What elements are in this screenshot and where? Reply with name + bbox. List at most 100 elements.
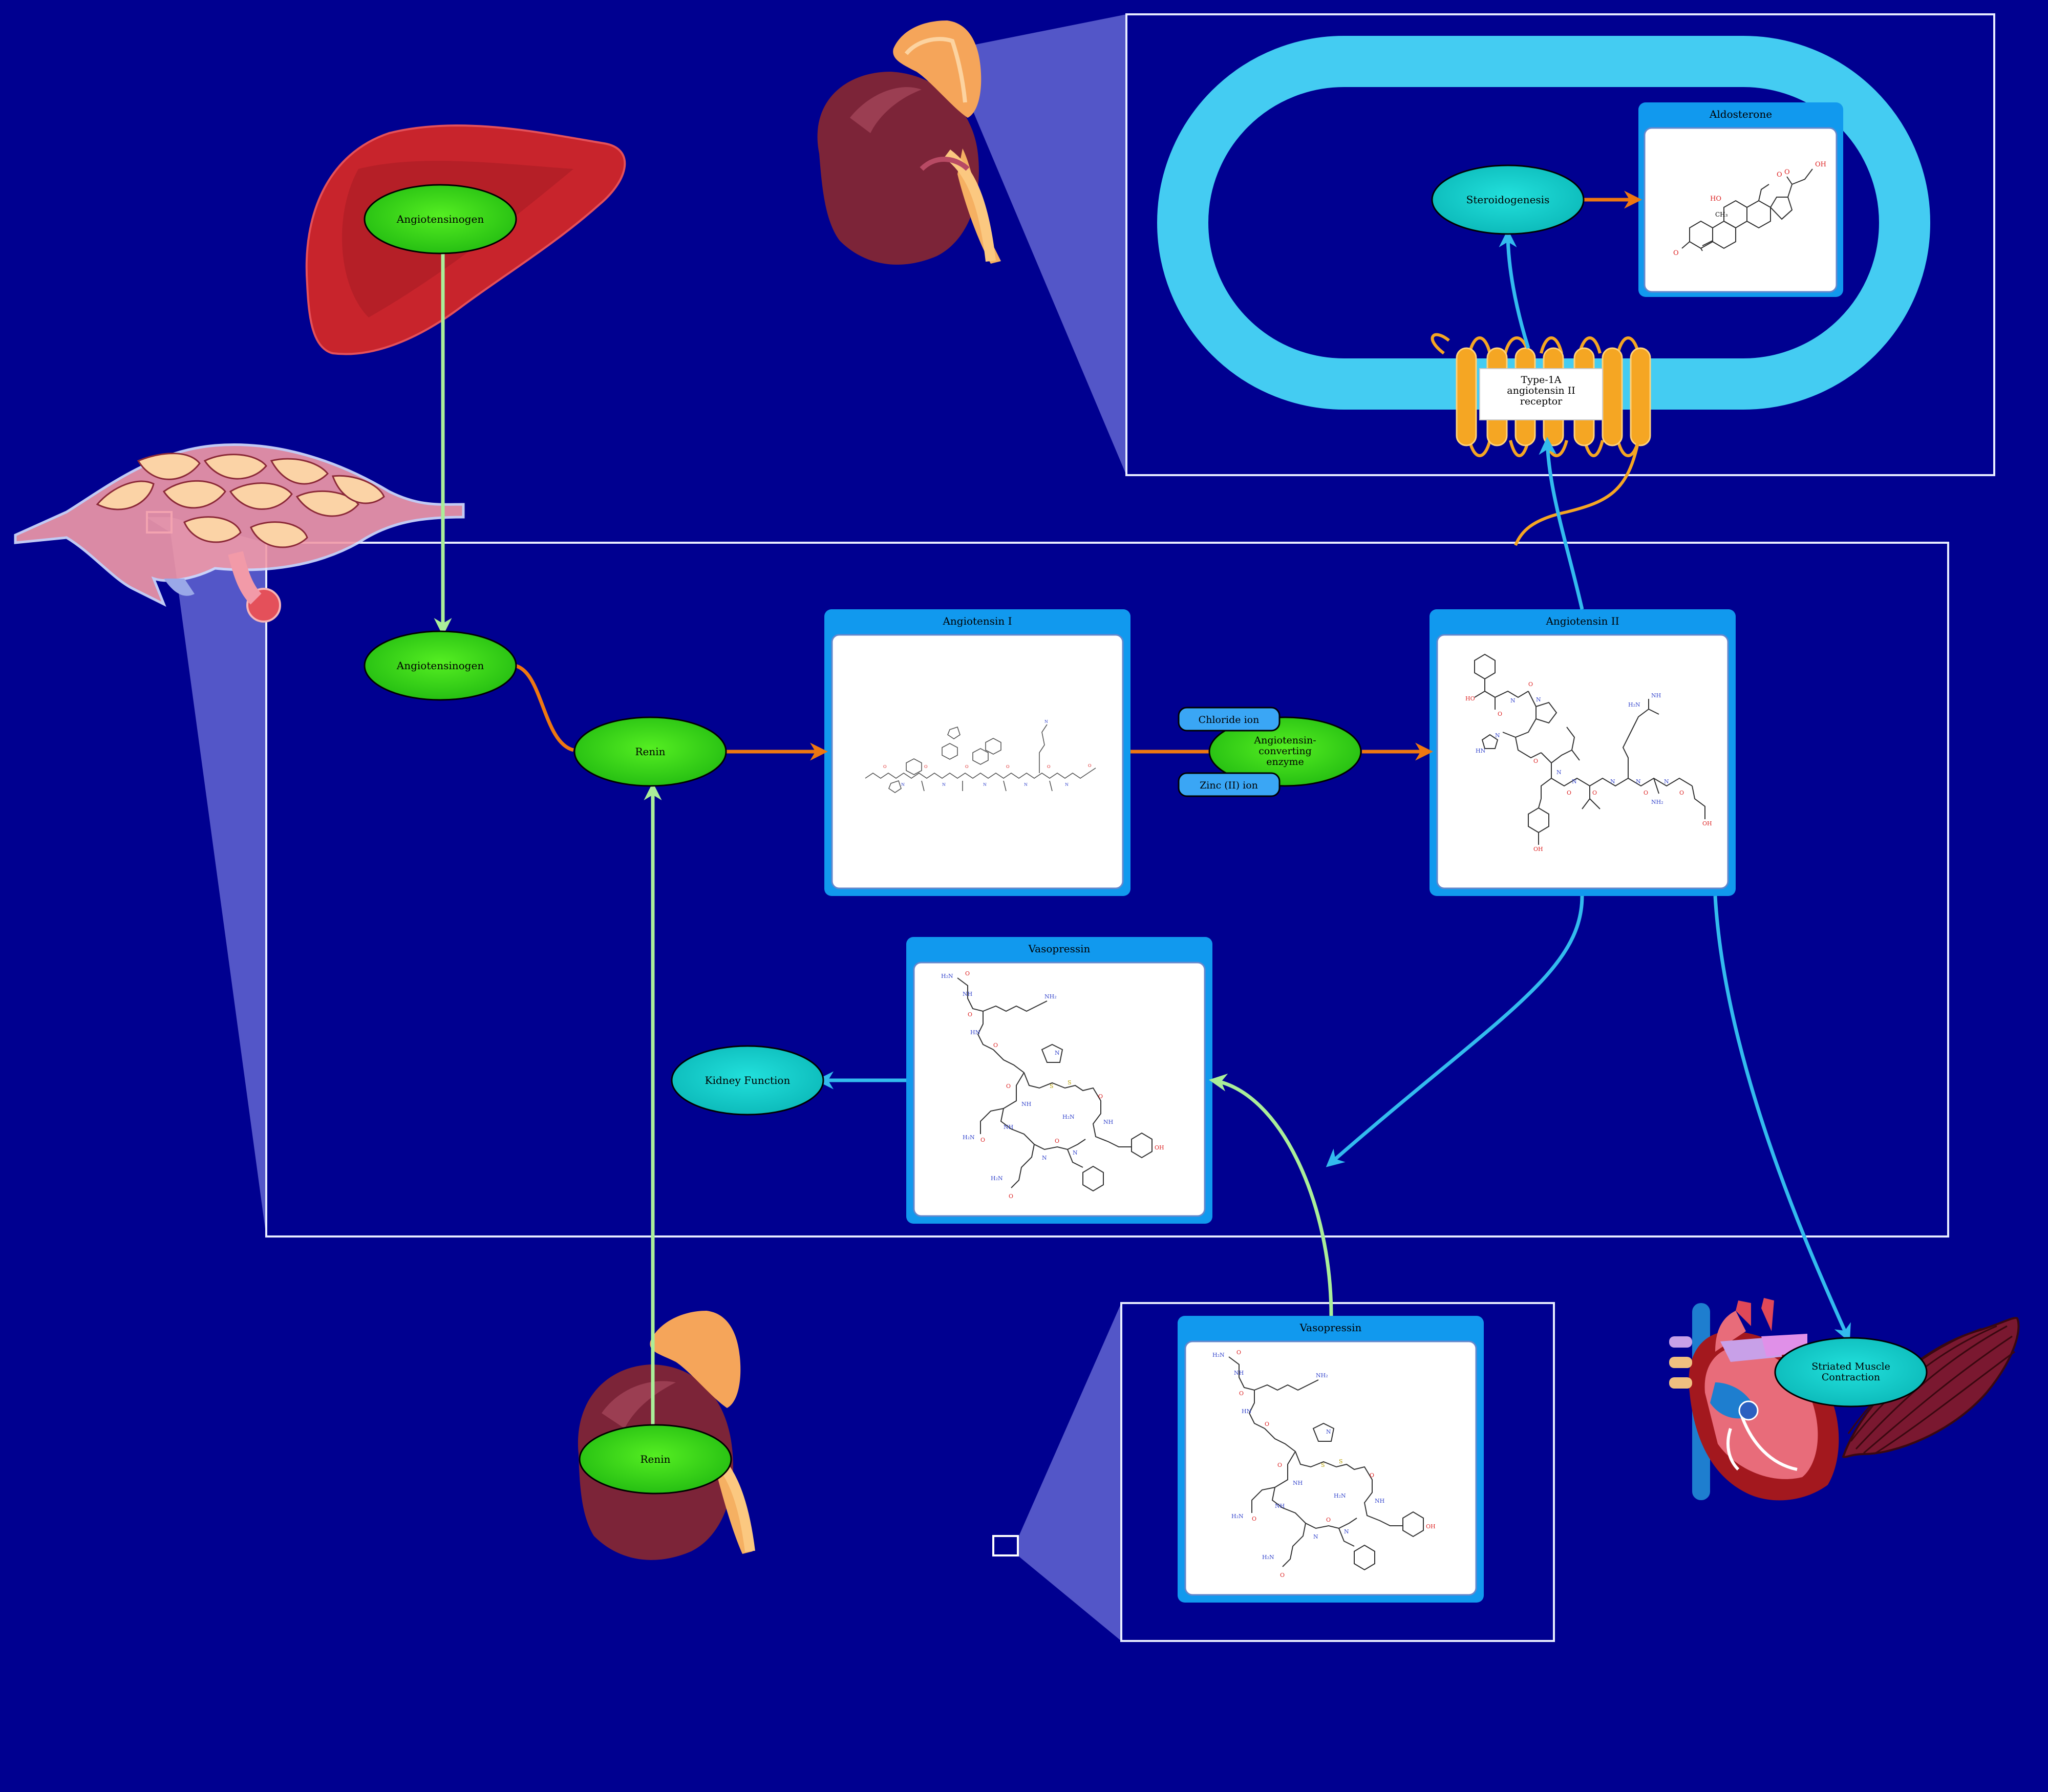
node-renin-kidney[interactable]: Renin (579, 1424, 732, 1495)
vasopressin-zoom-projection (1019, 1303, 1121, 1641)
main-compartment-frame (265, 542, 1949, 1238)
aldosterone-structure (1681, 168, 1813, 251)
svg-text:N: N (1073, 1149, 1078, 1156)
node-label: Zinc (II) ion (1200, 780, 1258, 791)
svg-text:OH: OH (1702, 820, 1712, 827)
node-renin[interactable]: Renin (573, 716, 727, 787)
svg-text:O: O (1277, 1462, 1282, 1468)
aldosterone-title: Aldosterone (1709, 108, 1772, 120)
svg-text:N: N (942, 782, 946, 787)
lung-icon (14, 443, 465, 623)
svg-text:O: O (1006, 764, 1010, 769)
svg-text:N: N (983, 782, 987, 787)
svg-text:H₂N: H₂N (941, 973, 953, 979)
svg-text:N: N (1044, 719, 1048, 724)
svg-text:NH: NH (1375, 1498, 1384, 1504)
edge-angiotensinogen-renin (514, 664, 574, 752)
vasopressin-inset-title: Vasopressin (1299, 1321, 1362, 1334)
svg-text:OH: OH (1426, 1523, 1436, 1530)
adrenal-cell-frame (1125, 13, 1995, 476)
svg-text:S: S (1068, 1079, 1072, 1086)
svg-text:N: N (1313, 1533, 1318, 1540)
vasopressin-inset-frame (1120, 1302, 1555, 1642)
angiotensin-ii-title: Angiotensin II (1545, 615, 1619, 627)
svg-text:H₂N: H₂N (1212, 1352, 1225, 1358)
lung-zoom-projection (146, 517, 266, 1236)
edge-angiotensin-ii-muscle (1713, 895, 1851, 1342)
node-angiotensinogen-liver[interactable]: Angiotensinogen (364, 184, 517, 254)
node-label: Angiotensinogen (396, 659, 484, 672)
svg-text:N: N (1556, 769, 1562, 776)
node-steroidogenesis[interactable]: Steroidogenesis (1431, 164, 1585, 235)
svg-text:OH: OH (1815, 161, 1826, 168)
svg-text:H₂N: H₂N (1262, 1554, 1274, 1561)
svg-text:N: N (1572, 778, 1577, 785)
label-line: Angiotensin- (1253, 735, 1316, 746)
svg-text:NH: NH (1004, 1124, 1013, 1130)
node-label: Steroidogenesis (1466, 194, 1550, 206)
label-line: angiotensin II (1507, 385, 1575, 396)
node-label: Kidney Function (705, 1074, 791, 1086)
node-chloride-ion[interactable]: Chloride ion (1178, 707, 1281, 732)
svg-text:H₂N: H₂N (1062, 1114, 1075, 1120)
edge-vasopressin-inset-vasopressin (1209, 1073, 1333, 1316)
vasopressin-zoom-marker (992, 1535, 1019, 1556)
svg-text:O: O (1006, 1083, 1011, 1090)
adrenal-kidney-icon (817, 20, 1001, 265)
svg-text:O: O (1592, 790, 1597, 796)
svg-text:S: S (1050, 1083, 1054, 1090)
svg-text:O: O (968, 1011, 972, 1018)
svg-text:O: O (1784, 168, 1790, 176)
label-line: converting (1258, 745, 1312, 757)
svg-text:N: N (1495, 732, 1500, 739)
svg-text:O: O (1009, 1193, 1013, 1200)
label-line: Striated Muscle (1811, 1361, 1890, 1372)
svg-text:NH: NH (1651, 692, 1661, 699)
node-angiotensinogen[interactable]: Angiotensinogen (364, 630, 517, 701)
svg-text:HN: HN (1476, 748, 1486, 754)
svg-text:N: N (1042, 1155, 1047, 1161)
svg-text:O: O (965, 970, 970, 977)
svg-text:O: O (1280, 1572, 1285, 1578)
svg-text:O: O (924, 764, 928, 769)
svg-text:O: O (1265, 1421, 1269, 1427)
svg-text:O: O (1088, 763, 1092, 768)
vasopressin-title: Vasopressin (1028, 943, 1091, 955)
svg-text:NH: NH (963, 991, 972, 997)
node-zinc-ion[interactable]: Zinc (II) ion (1178, 772, 1281, 797)
svg-text:S: S (1339, 1458, 1343, 1465)
svg-text:O: O (1370, 1472, 1374, 1479)
svg-text:N: N (1344, 1528, 1349, 1535)
svg-text:H₂N: H₂N (1628, 701, 1640, 708)
svg-text:N: N (1636, 778, 1641, 785)
vasopressin-structure (957, 977, 1153, 1192)
svg-text:NH: NH (1293, 1480, 1303, 1486)
adrenal-zoom-projection (929, 14, 1126, 475)
svg-text:O: O (1236, 1349, 1241, 1356)
label-line: enzyme (1266, 756, 1304, 767)
svg-text:NH: NH (1234, 1370, 1244, 1376)
svg-text:N: N (1664, 778, 1669, 785)
label-line: Contraction (1822, 1372, 1880, 1383)
svg-text:NH₂: NH₂ (1044, 993, 1057, 1000)
node-kidney-function[interactable]: Kidney Function (671, 1045, 824, 1116)
svg-text:HN: HN (1242, 1408, 1252, 1415)
svg-text:O: O (1533, 758, 1538, 764)
svg-text:H₂N: H₂N (963, 1134, 975, 1141)
svg-text:N: N (1536, 696, 1541, 703)
svg-text:CH₃: CH₃ (1715, 211, 1728, 218)
svg-text:O: O (1528, 681, 1533, 688)
svg-text:O: O (1055, 1138, 1059, 1144)
edge-angiotensin-ii-receptor (1539, 437, 1584, 610)
svg-text:N: N (901, 782, 905, 787)
label-line: Type-1A (1521, 374, 1561, 386)
